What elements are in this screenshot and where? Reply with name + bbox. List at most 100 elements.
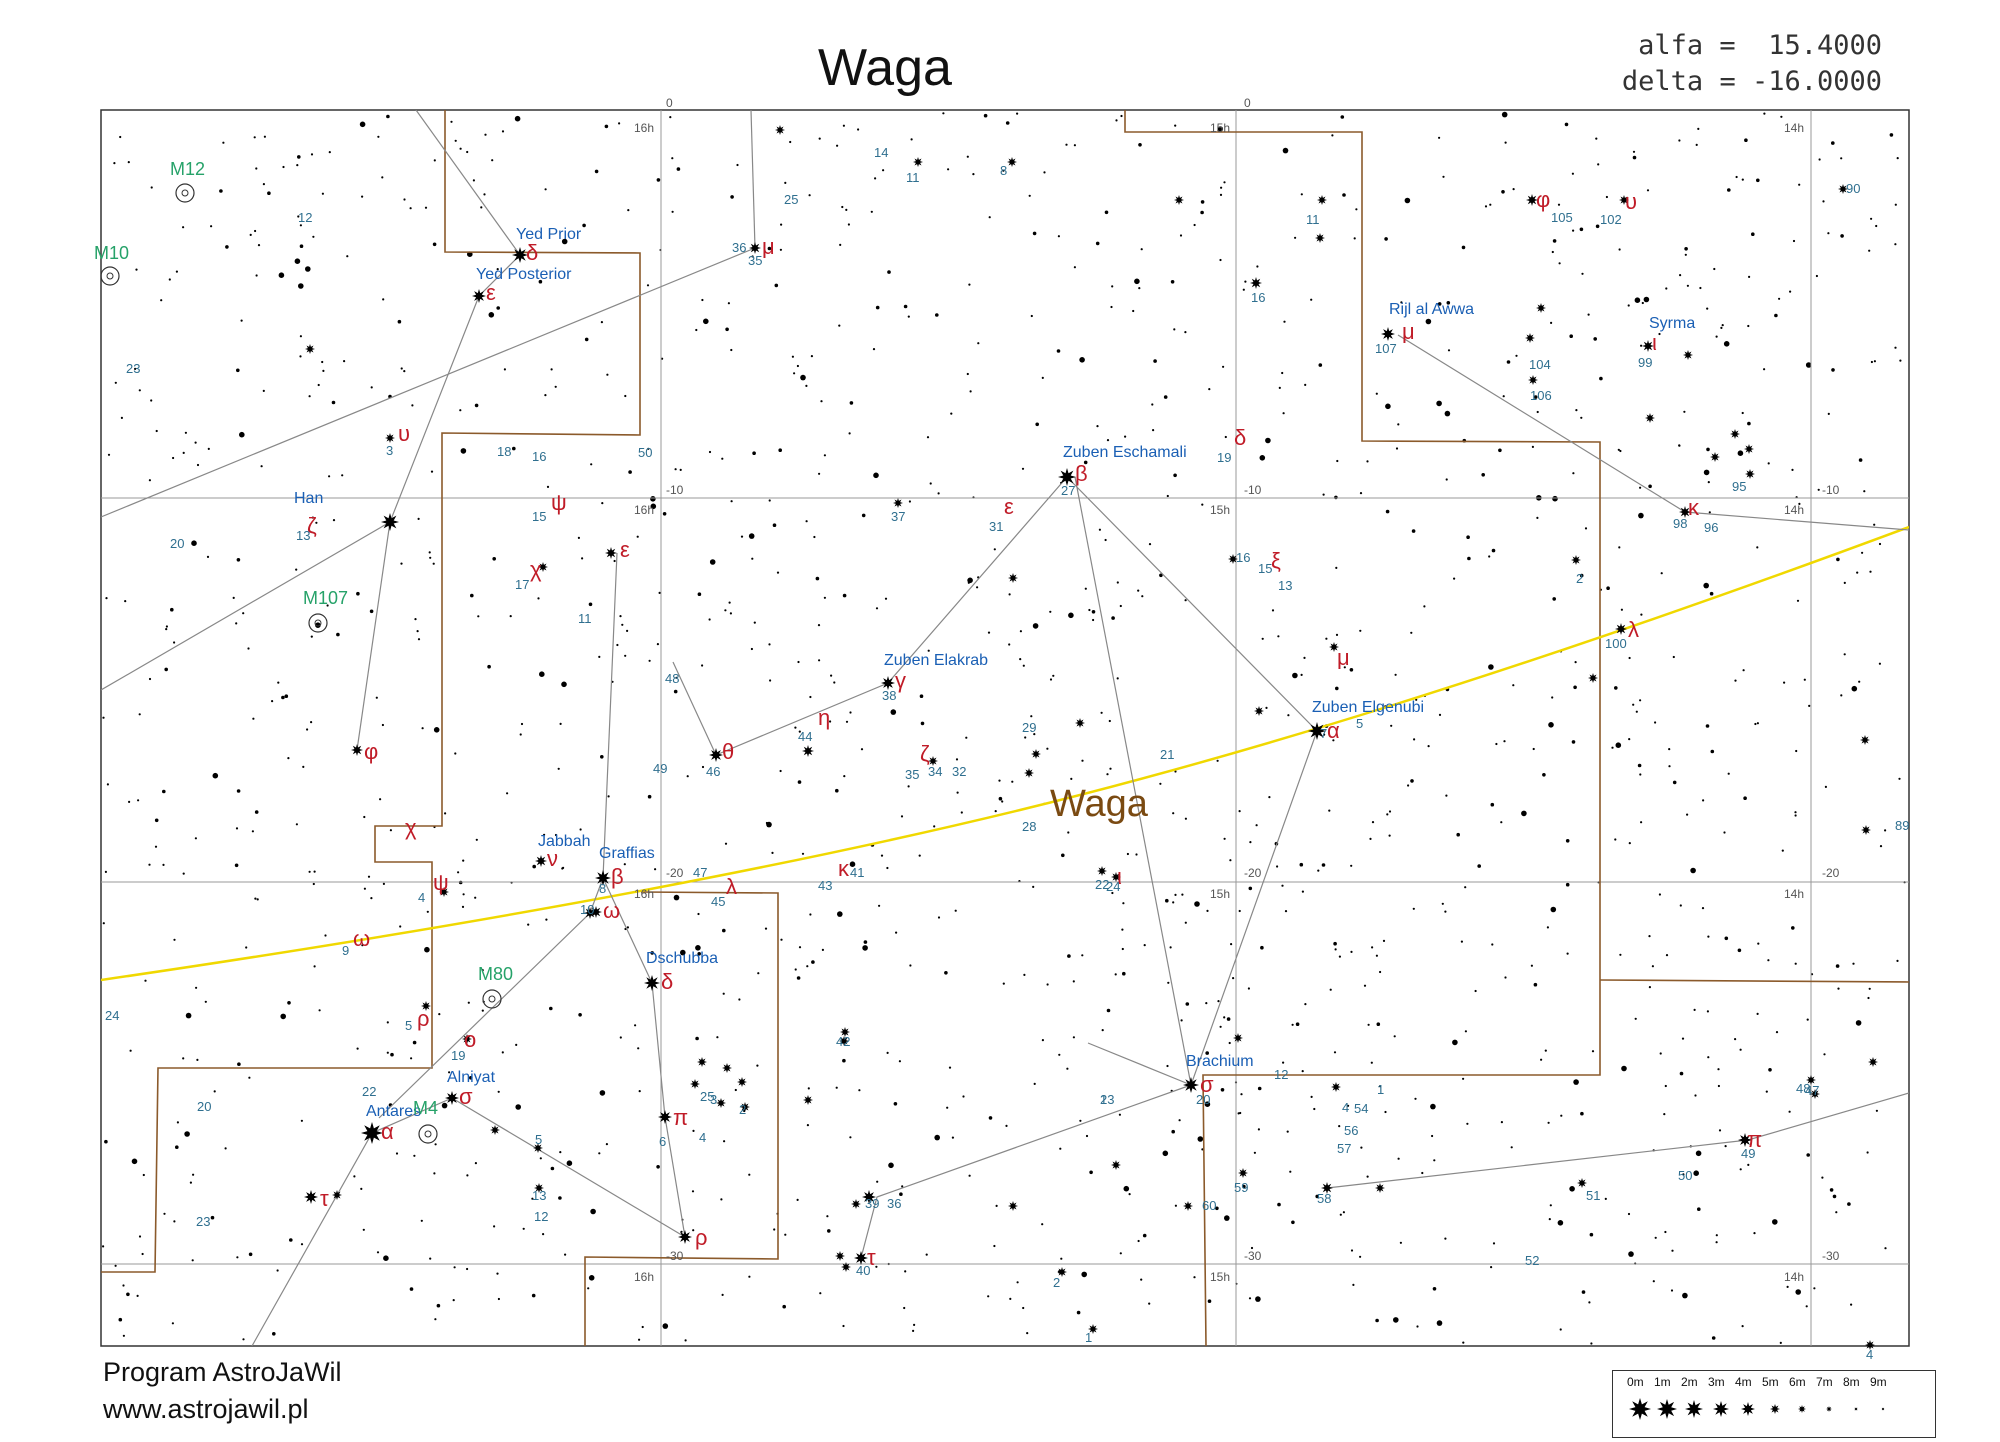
legend-star-marker xyxy=(1881,1407,1885,1411)
background-star xyxy=(767,246,772,251)
background-star xyxy=(679,468,682,471)
background-star xyxy=(554,833,558,837)
background-star xyxy=(684,1339,687,1342)
background-star xyxy=(126,1292,130,1297)
background-star xyxy=(876,1180,879,1183)
background-star xyxy=(1216,759,1219,762)
greek-letter-label: η xyxy=(818,705,830,730)
star-number-label: 2 xyxy=(1053,1275,1060,1290)
background-star xyxy=(1318,363,1323,367)
background-star xyxy=(1096,425,1099,428)
background-star xyxy=(1584,527,1588,530)
star-number-label: 1 xyxy=(1377,1082,1384,1097)
background-star xyxy=(658,591,661,595)
background-star xyxy=(154,845,158,848)
background-star xyxy=(459,409,462,412)
background-star xyxy=(1756,722,1759,725)
background-star xyxy=(462,893,465,896)
background-star xyxy=(1894,346,1897,349)
background-star xyxy=(370,386,373,389)
background-star xyxy=(160,299,163,302)
background-star xyxy=(1028,194,1031,197)
background-star xyxy=(1899,359,1902,362)
background-star xyxy=(1756,178,1760,183)
background-star xyxy=(1108,719,1111,723)
background-star xyxy=(1850,1303,1853,1306)
background-star xyxy=(306,728,309,731)
star-number-label: 11 xyxy=(1306,212,1320,227)
background-star xyxy=(492,557,497,561)
legend-star-marker xyxy=(1713,1401,1729,1417)
background-star xyxy=(948,1066,952,1069)
background-star xyxy=(512,446,516,451)
background-star xyxy=(1768,1068,1772,1072)
background-star xyxy=(1510,1146,1513,1149)
background-star xyxy=(1717,1084,1720,1088)
star-name-label: Jabbah xyxy=(538,833,591,850)
star-number-label: 98 xyxy=(1673,516,1687,531)
background-star xyxy=(1481,473,1485,477)
background-star xyxy=(359,121,366,128)
background-star xyxy=(692,1129,695,1132)
website-link[interactable]: www.astrojawil.pl xyxy=(103,1394,309,1424)
background-star xyxy=(988,216,991,219)
background-star xyxy=(1565,839,1570,843)
background-star xyxy=(730,500,733,503)
messier-object-icon xyxy=(181,189,189,197)
greek-letter-label: α xyxy=(381,1119,394,1144)
background-star xyxy=(1338,955,1341,958)
background-star xyxy=(102,716,105,719)
background-star xyxy=(148,479,151,482)
greek-letter-label: ψ xyxy=(433,870,449,895)
background-star xyxy=(1140,1278,1143,1281)
background-star xyxy=(544,188,547,191)
background-star xyxy=(1400,301,1403,304)
background-star xyxy=(1549,1204,1552,1207)
background-star xyxy=(1002,982,1005,985)
background-star xyxy=(1255,824,1258,827)
background-star xyxy=(671,157,674,160)
background-star xyxy=(1174,770,1177,773)
background-star xyxy=(872,348,876,351)
background-star xyxy=(1474,989,1477,993)
background-star xyxy=(579,828,582,831)
background-star xyxy=(107,453,111,456)
background-star xyxy=(1388,810,1392,813)
star-marker xyxy=(538,562,548,572)
background-star xyxy=(686,775,689,778)
background-star xyxy=(618,122,621,125)
background-star xyxy=(1707,481,1710,484)
star-marker xyxy=(1317,195,1327,205)
background-star xyxy=(830,674,833,677)
background-star xyxy=(1742,669,1745,672)
greek-letter-label: φ xyxy=(1536,187,1550,212)
background-star xyxy=(926,436,930,439)
background-star xyxy=(1445,794,1448,797)
background-star xyxy=(297,215,300,218)
star-number-label: 19 xyxy=(451,1048,465,1063)
star-marker xyxy=(490,1125,500,1135)
background-star xyxy=(1536,516,1539,520)
background-star xyxy=(1333,1051,1337,1054)
background-star xyxy=(1437,302,1442,306)
dec-grid-label: 0 xyxy=(1244,96,1251,110)
background-star xyxy=(1350,950,1353,954)
background-star xyxy=(925,1253,928,1256)
background-star xyxy=(600,755,604,759)
background-star xyxy=(771,851,774,855)
background-star xyxy=(1806,1153,1810,1157)
background-star xyxy=(1104,538,1107,542)
background-star xyxy=(1367,1023,1370,1026)
background-star xyxy=(475,838,478,841)
background-star xyxy=(1794,814,1797,817)
background-star xyxy=(1412,907,1415,910)
background-star xyxy=(1503,740,1506,743)
background-star xyxy=(496,1272,499,1275)
background-star xyxy=(1763,368,1766,371)
greek-letter-label: π xyxy=(1747,1127,1762,1152)
background-star xyxy=(441,1102,448,1109)
background-star xyxy=(967,581,970,584)
background-star xyxy=(875,1265,878,1268)
background-star xyxy=(1016,1281,1019,1284)
background-star xyxy=(650,503,657,510)
